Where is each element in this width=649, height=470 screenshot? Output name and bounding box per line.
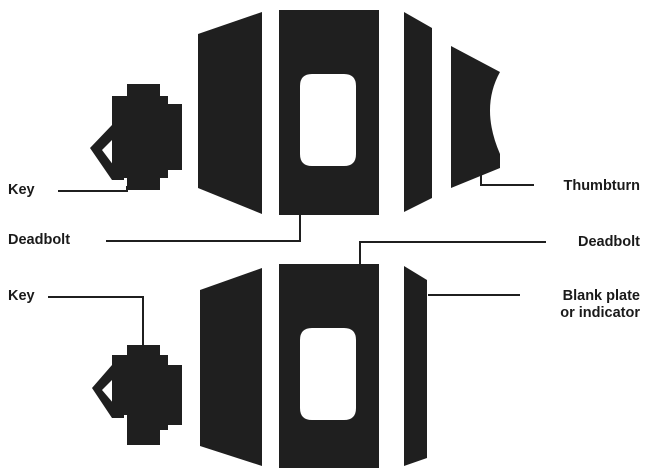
- bottom-deadbolt-body: [279, 264, 379, 468]
- bottom-key-blade-3: [160, 355, 168, 430]
- top-key: [90, 84, 182, 190]
- key-label-bottom: Key: [8, 288, 35, 304]
- top-key-blade-4: [168, 104, 182, 170]
- thumbturn-icon: [451, 46, 500, 188]
- leader-key-bottom: [48, 296, 144, 345]
- leader-deadbolt-right: [359, 241, 546, 264]
- bottom-key-blade-4: [168, 365, 182, 425]
- top-lock: [90, 10, 500, 215]
- bottom-key: [92, 345, 182, 445]
- top-key-blade-2: [127, 84, 160, 190]
- top-key-blade-3: [160, 96, 168, 178]
- blank-plate: [404, 266, 427, 466]
- top-deadbolt-body: [279, 10, 379, 215]
- leader-thumbturn: [480, 170, 534, 186]
- bottom-key-blade-1: [112, 355, 127, 415]
- top-outer-trim: [198, 12, 262, 214]
- bottom-key-blade-2: [127, 345, 160, 445]
- leader-lines: [48, 170, 546, 345]
- bottom-outer-trim: [200, 268, 262, 466]
- key-label-top: Key: [8, 182, 35, 198]
- leader-key-top: [58, 186, 128, 192]
- deadbolt-label-right: Deadbolt: [577, 234, 640, 250]
- blank-plate-label: Blank plate or indicator: [560, 288, 640, 321]
- top-inner-trim: [404, 12, 432, 212]
- bottom-lock: [92, 264, 427, 468]
- deadbolt-label-left: Deadbolt: [8, 232, 71, 248]
- leader-deadbolt-left: [106, 215, 301, 242]
- top-key-blade-1: [112, 96, 127, 178]
- thumbturn-label: Thumbturn: [563, 178, 640, 194]
